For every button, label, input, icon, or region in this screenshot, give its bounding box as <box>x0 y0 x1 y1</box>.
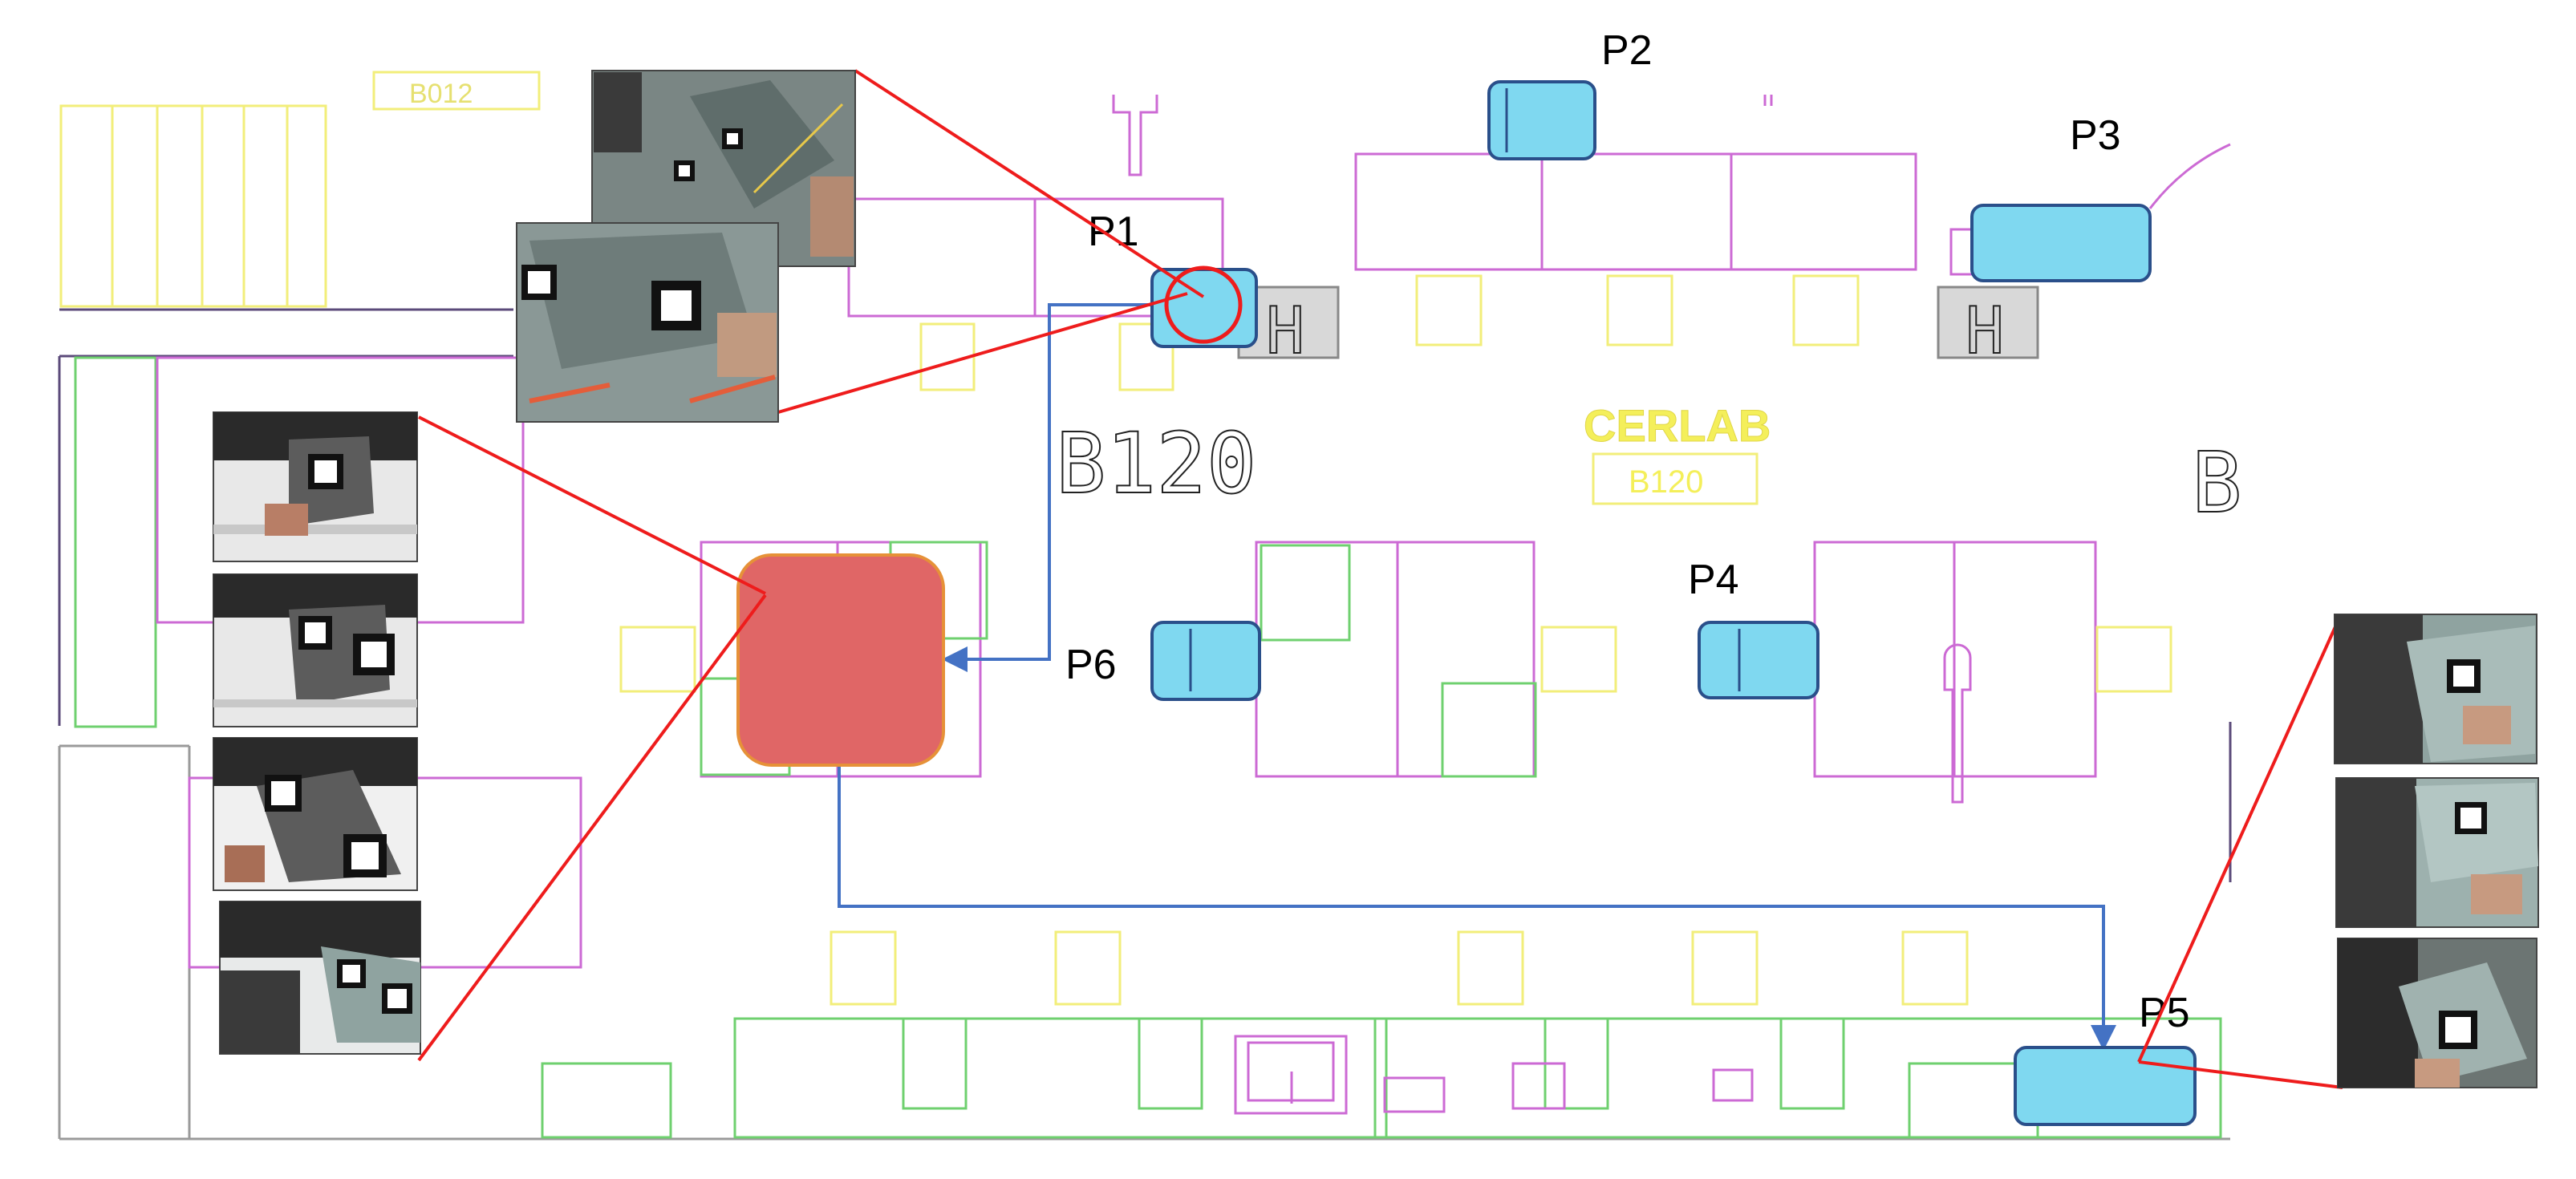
highlight-circle-icon <box>1164 265 1243 344</box>
callout-line-assembly-top <box>418 415 766 595</box>
station-marker-h1: H <box>1266 294 1304 368</box>
callout-line-p1-top <box>854 69 1205 298</box>
room-number-label: B120 <box>1056 415 1256 513</box>
photo-group-assembly <box>213 411 421 1055</box>
photo-assembly-1 <box>213 411 418 562</box>
position-label-p4: P4 <box>1688 557 1739 603</box>
callout-line-p5-bottom <box>2138 1060 2343 1089</box>
photo-assembly-3 <box>213 737 418 891</box>
position-marker-p5 <box>2014 1046 2197 1126</box>
photo-p5-2 <box>2335 777 2539 928</box>
room-number-partial-label: B <box>2192 434 2242 532</box>
assembly-area <box>736 553 945 767</box>
callout-line-p5-top <box>2137 614 2343 1063</box>
position-label-p3: P3 <box>2070 112 2121 159</box>
photo-assembly-4 <box>219 901 421 1055</box>
position-label-p5: P5 <box>2139 990 2190 1036</box>
photo-p5-3 <box>2337 938 2537 1088</box>
position-label-p2: P2 <box>1601 27 1653 74</box>
callout-line-p1-bottom <box>777 292 1188 414</box>
position-marker-p6 <box>1150 621 1261 701</box>
photo-p1-top <box>591 70 856 267</box>
position-label-p6: P6 <box>1065 642 1117 688</box>
position-marker-p3 <box>1970 204 2152 282</box>
top-left-room-label: B012 <box>409 79 473 109</box>
photo-p1-bottom <box>516 222 779 423</box>
photo-group-p5 <box>2334 614 2539 1088</box>
photo-assembly-2 <box>213 573 418 727</box>
photo-p5-1 <box>2334 614 2537 764</box>
position-marker-p2 <box>1487 80 1596 160</box>
callout-line-assembly-bottom <box>417 594 767 1062</box>
photo-group-p1 <box>516 70 856 423</box>
route-p1-to-assembly <box>942 303 1154 672</box>
station-marker-h2: H <box>1965 294 2004 368</box>
lab-room-number-label: B120 <box>1629 464 1703 500</box>
position-label-p1: P1 <box>1088 209 1139 255</box>
route-assembly-to-p5 <box>838 757 2116 1051</box>
lab-name-label: CERLAB <box>1584 400 1771 451</box>
position-marker-p4 <box>1698 621 1819 699</box>
